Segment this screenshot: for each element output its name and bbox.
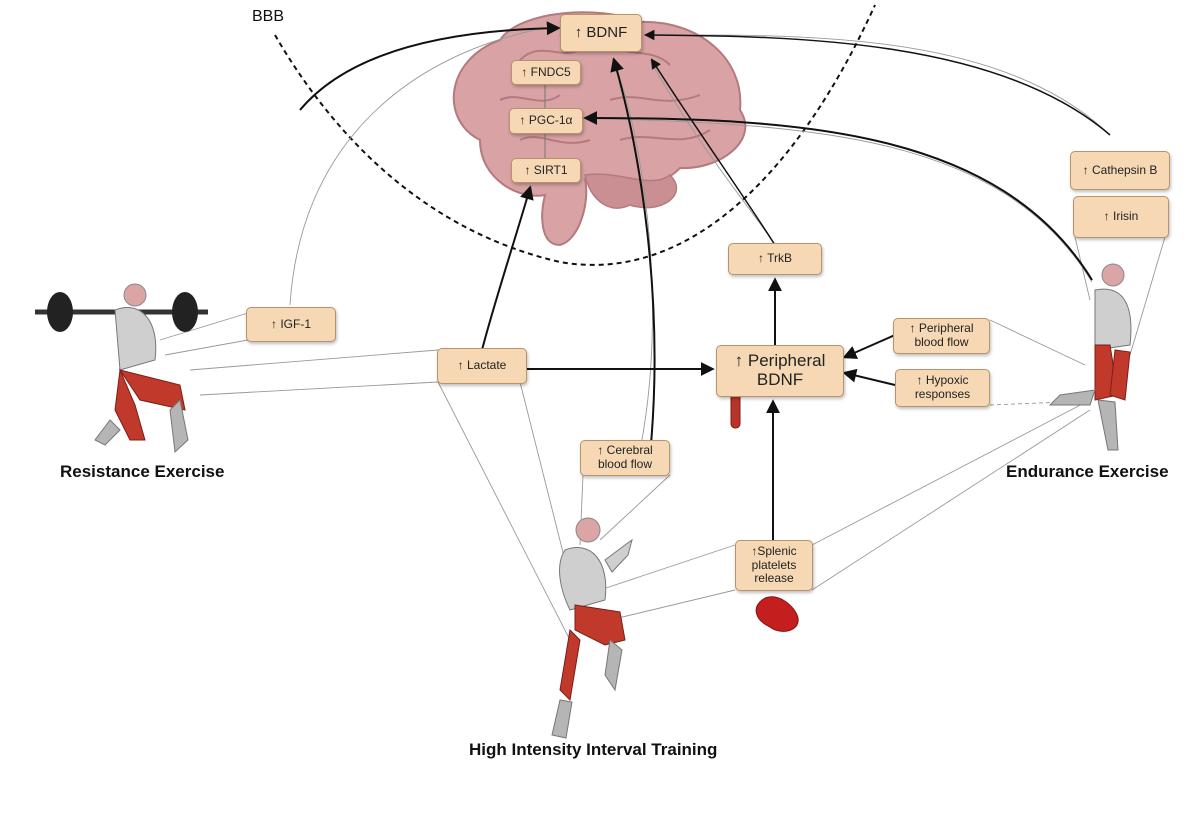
hypoxic-line2: responses [914,387,971,401]
trkb-text: ↑ TrkB [757,251,792,266]
hypoxic-responses-box: ↑ Hypoxic responses [895,369,990,407]
hiit-label: High Intensity Interval Training [469,740,718,759]
fndc5-box: ↑ FNDC5 [511,60,581,85]
irisin-text: ↑ Irisin [1103,209,1139,224]
igf1-box: ↑ IGF-1 [246,307,336,342]
peripheral-bdnf-box: ↑ Peripheral BDNF [716,345,844,397]
bdnf-box: ↑ BDNF [560,14,642,52]
lactate-text: ↑ Lactate [457,358,507,373]
hypoxic-line1: ↑ Hypoxic [916,373,969,388]
sirt1-box: ↑ SIRT1 [511,158,581,183]
bdnf-text: ↑ BDNF [574,24,628,42]
link-lines [159,29,1166,641]
peripheral-bdnf-line2: BDNF [756,370,804,389]
cerebral-line1: ↑ Cerebral [597,443,653,458]
hiit-figure [551,517,633,739]
peripheral-bdnf-line1: ↑ Peripheral [734,351,826,371]
cerebral-blood-flow-box: ↑ Cerebral blood flow [580,440,670,476]
splenic-line1: ↑Splenic [751,543,797,558]
resistance-figure [35,283,208,454]
peripheral-blood-flow-line1: ↑ Peripheral [909,321,974,336]
pgc1a-box: ↑ PGC-1α [509,108,583,134]
peripheral-blood-flow-box: ↑ Peripheral blood flow [893,318,990,354]
splenic-platelets-box: ↑Splenic platelets release [735,540,813,591]
lactate-box: ↑ Lactate [437,348,527,384]
barbell-icon [47,292,73,332]
endurance-exercise-label: Endurance Exercise [1006,462,1169,481]
irisin-box: ↑ Irisin [1073,196,1169,238]
peripheral-blood-flow-line2: blood flow [914,335,969,349]
resistance-exercise-label: Resistance Exercise [60,462,225,481]
bbb-boundary [274,4,876,266]
spleen-icon [755,596,799,632]
cathepsin-text: ↑ Cathepsin B [1082,162,1158,177]
cerebral-line2: blood flow [597,457,653,471]
pgc1a-text: ↑ PGC-1α [519,113,573,128]
endurance-figure [1048,263,1132,451]
bbb-label: BBB [252,8,285,25]
trkb-box: ↑ TrkB [728,243,822,275]
cathepsin-b-box: ↑ Cathepsin B [1070,151,1170,190]
splenic-line2: platelets [751,557,797,572]
fndc5-text: ↑ FNDC5 [521,64,571,79]
splenic-line3: release [754,571,794,586]
igf1-text: ↑ IGF-1 [270,316,311,331]
sirt1-text: ↑ SIRT1 [524,162,568,177]
